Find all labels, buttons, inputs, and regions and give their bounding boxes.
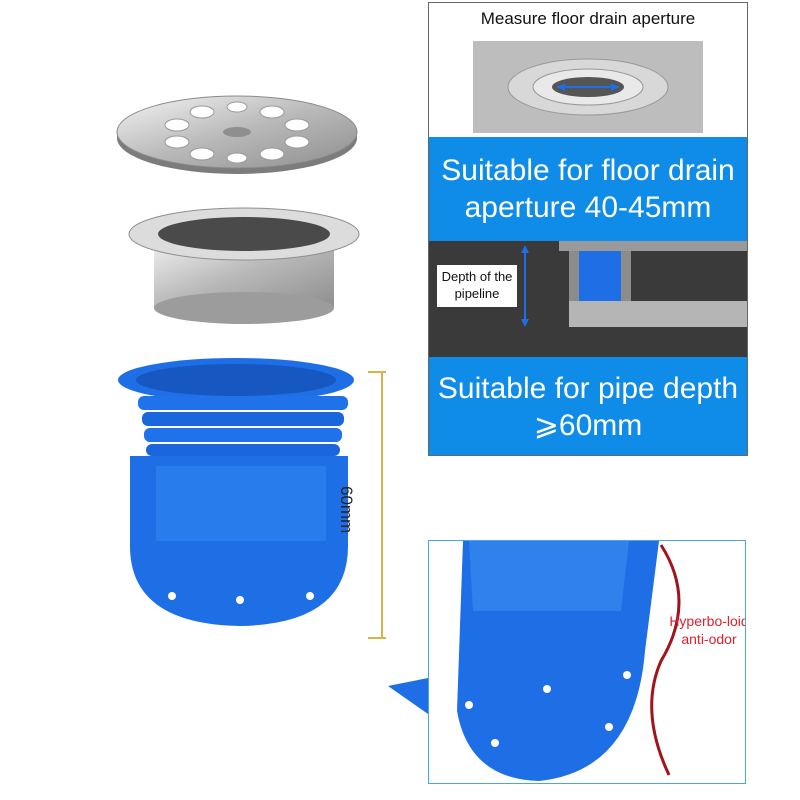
dimension-bracket: [368, 371, 386, 639]
stainless-cover-plate: [116, 95, 358, 174]
spec-panel: Measure floor drain aperture Suitable fo…: [428, 2, 748, 456]
dimension-label: 60mm: [337, 486, 356, 534]
blue-flap-edge: [388, 678, 428, 714]
hyperboloid-detail: Hyperbo-loid anti-odor: [428, 540, 746, 784]
anti-odor-label: Hyperbo-loid anti-odor: [669, 613, 746, 647]
pipe-depth-band: Suitable for pipe depth ⩾60mm: [429, 357, 747, 455]
depth-label: Depth of the pipeline: [437, 265, 517, 307]
floor-drain-photo: [473, 41, 703, 133]
aperture-band: Suitable for floor drain aperture 40-45m…: [429, 137, 747, 241]
blue-deodorant-core: [118, 358, 354, 626]
detail-closeup: [457, 541, 681, 781]
measure-title: Measure floor drain aperture: [480, 9, 696, 28]
pipe-diagram: [521, 241, 747, 327]
stainless-ring: [128, 207, 360, 324]
